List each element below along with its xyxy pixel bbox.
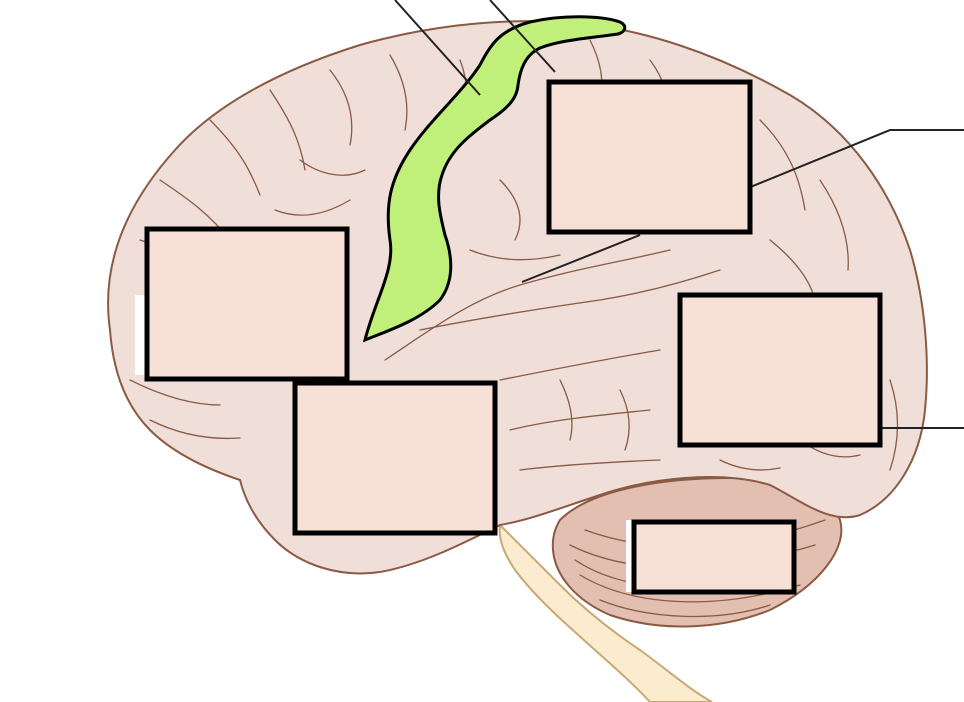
label-box-parietal[interactable] <box>546 79 753 235</box>
lateral-sulcus <box>384 249 671 361</box>
label-box-occipital[interactable] <box>677 292 883 448</box>
precentral-gyrus <box>362 15 627 343</box>
leader-lines <box>394 0 964 429</box>
label-box-frontal[interactable] <box>144 226 350 382</box>
label-box-cerebellum[interactable] <box>631 519 797 595</box>
label-box-temporal[interactable] <box>292 380 498 536</box>
